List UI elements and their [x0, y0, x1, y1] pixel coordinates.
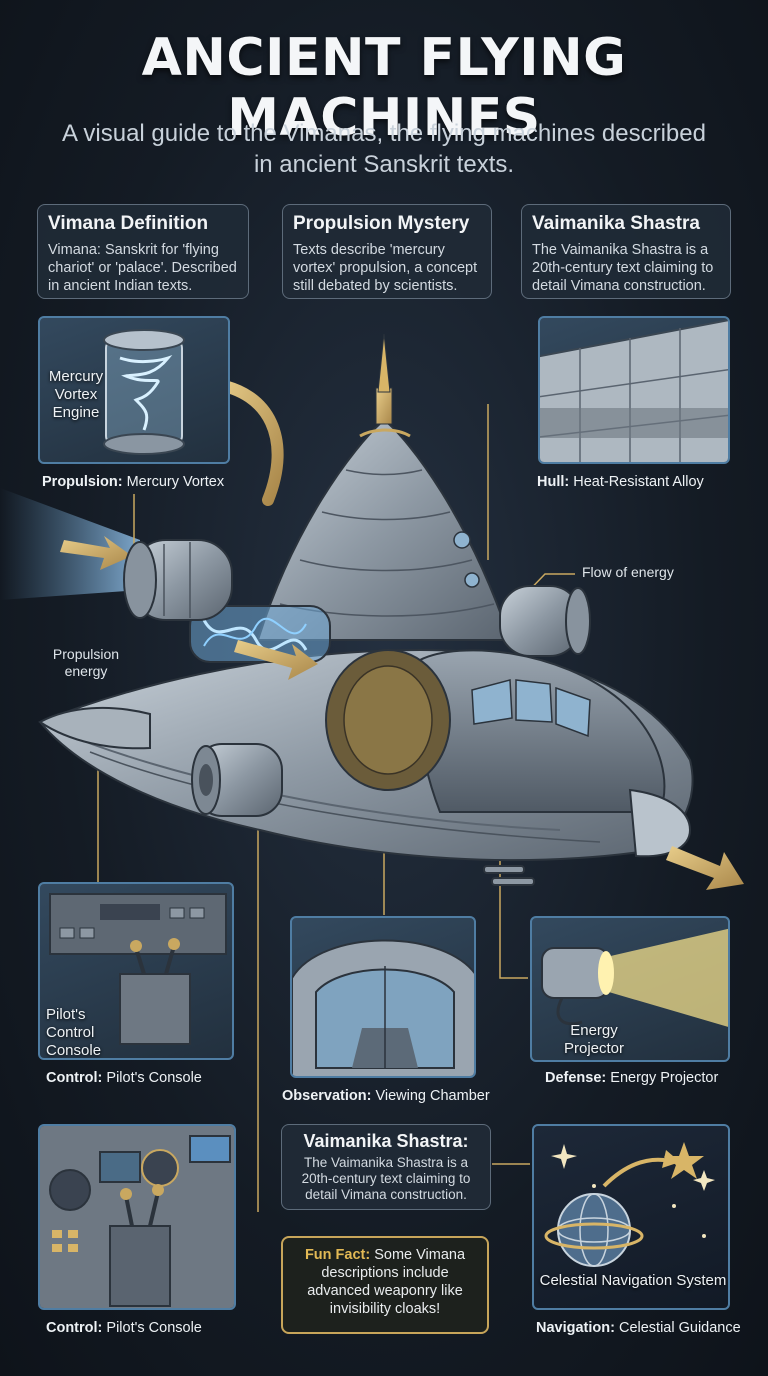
exhaust-arrow — [666, 846, 744, 890]
info-card-text: The Vaimanika Shastra is a 20th-century … — [532, 242, 714, 294]
caption-navigation: Navigation: Celestial Guidance — [536, 1320, 741, 1336]
page-title: ANCIENT FLYING MACHINES — [141, 28, 627, 148]
panel-label: Pilot's Control Console — [46, 1006, 102, 1059]
caption-defense: Defense: Energy Projector — [545, 1070, 719, 1086]
fun-fact-box: Fun Fact: Some Vimana descriptions inclu… — [281, 1236, 489, 1334]
cone-tower — [256, 418, 512, 641]
panel-mercury-vortex-engine: Mercury Vortex Engine — [38, 316, 230, 464]
info-card-text: Vimana: Sanskrit for 'flying chariot' or… — [48, 242, 237, 294]
cockpit-gauges-icon — [40, 1126, 234, 1308]
page-subtitle: A visual guide to the Vimanas, the flyin… — [62, 120, 706, 178]
info-card-title: Vimana Definition — [48, 213, 209, 234]
panel-energy-projector: Energy Projector — [530, 916, 730, 1062]
info-card-propulsion-mystery: Propulsion Mystery Texts describe 'mercu… — [282, 204, 492, 299]
cockpit-dome — [415, 649, 666, 813]
caption-propulsion: Propulsion: Mercury Vortex — [42, 474, 225, 490]
intake-arrow — [60, 536, 132, 570]
info-card-text: Texts describe 'mercury vortex' propulsi… — [293, 242, 478, 294]
caption-observation: Observation: Viewing Chamber — [282, 1088, 490, 1104]
info-card-vaimanika-shastra: Vaimanika Shastra The Vaimanika Shastra … — [521, 204, 731, 299]
panel-viewing-chamber — [290, 916, 476, 1078]
globe-stars-icon — [544, 1142, 715, 1267]
panel-celestial-navigation: Celestial Navigation System — [532, 1124, 730, 1310]
hull-alloy-icon — [540, 319, 728, 462]
vortex-cylinder-icon — [103, 329, 185, 455]
viewing-chamber-icon — [292, 939, 474, 1076]
leader-projector — [499, 826, 528, 979]
caption-control-2: Control: Pilot's Console — [46, 1320, 202, 1336]
panel-pilot-console-detail — [38, 1124, 236, 1310]
control-console-icon — [49, 893, 227, 1045]
callout-propulsion-energy: Propulsion energy — [52, 646, 120, 679]
info-card-title: Vaimanika Shastra — [532, 213, 700, 234]
vaimanika-shastra-note: Vaimanika Shastra: The Vaimanika Shastra… — [281, 1124, 491, 1210]
panel-pilot-console: Pilot's Control Console — [38, 882, 234, 1060]
nose-cone — [628, 788, 692, 858]
tower-spire — [377, 333, 391, 393]
panel-label: Mercury Vortex Engine — [48, 368, 104, 421]
panel-label: Energy Projector — [563, 1022, 625, 1057]
flow-arrow — [234, 640, 318, 680]
caption-control: Control: Pilot's Console — [46, 1070, 202, 1086]
note-text: The Vaimanika Shastra is a 20th-century … — [301, 1155, 471, 1202]
info-card-title: Propulsion Mystery — [293, 213, 470, 234]
caption-hull: Hull: Heat-Resistant Alloy — [537, 474, 704, 490]
panel-label: Celestial Navigation System — [539, 1272, 727, 1289]
info-card-vimana-definition: Vimana Definition Vimana: Sanskrit for '… — [37, 204, 249, 299]
energy-beam-icon — [541, 928, 728, 1027]
callout-flow-of-energy: Flow of energy — [582, 564, 674, 580]
curved-arrow — [208, 378, 284, 506]
note-title: Vaimanika Shastra: — [303, 1131, 469, 1151]
panel-hull — [538, 316, 730, 464]
